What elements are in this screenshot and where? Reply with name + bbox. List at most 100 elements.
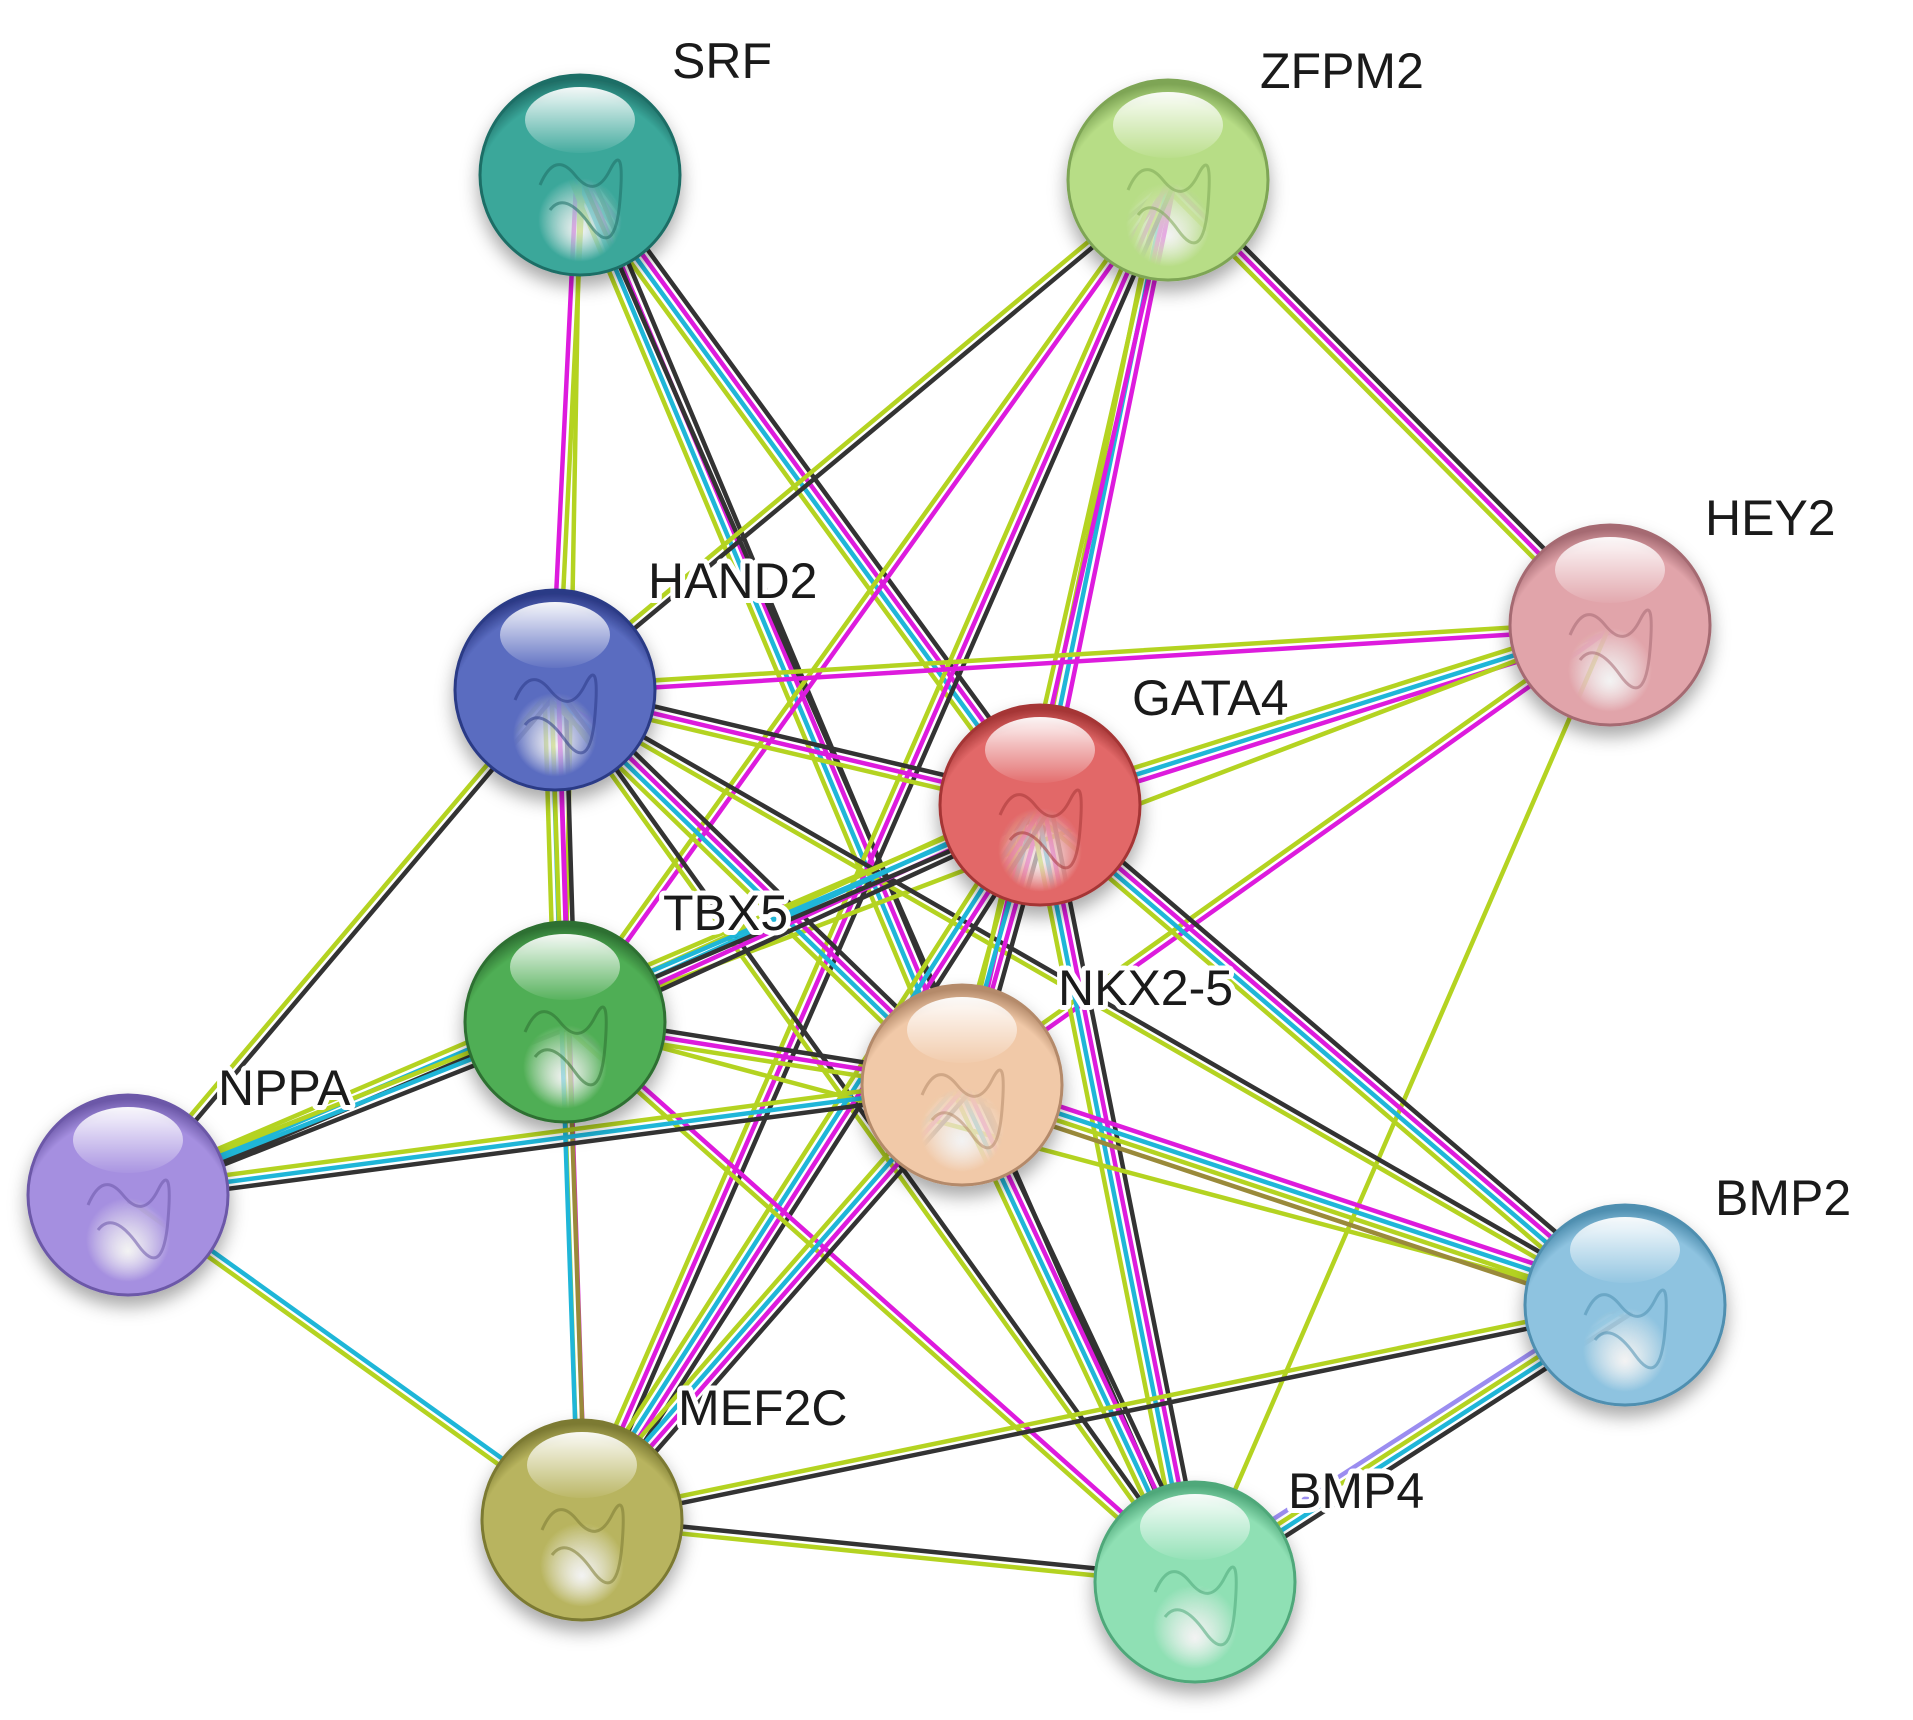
node-highlight [1113,92,1223,158]
node-hey2[interactable] [1508,523,1712,727]
node-nppa[interactable] [26,1093,230,1297]
edge-strand-yellow-green [570,797,1034,1517]
node-highlight [1140,1494,1250,1560]
node-zfpm2[interactable] [1066,78,1270,282]
edge-strand-cyan [125,1082,965,1198]
protein-structure-icon [540,1503,625,1585]
edge-strand-yellow-green [1160,182,1608,633]
labels-layer: SRF ZFPM2 HEY2 HAND2 GATA4 TBX5 NKX2-5 N… [213,28,1856,1524]
protein-structure-icon [86,1178,171,1260]
node-highlight [527,1432,637,1498]
edge-nkx2-5-bmp2[interactable] [956,1072,1631,1318]
edge-mef2c-bmp4[interactable] [579,1514,1198,1588]
node-bmp2[interactable] [1523,1203,1727,1407]
edge-strand-yellow-green [123,685,555,1195]
node-label-srf: SRF [672,33,772,89]
node-label-mef2c: MEF2C [678,1380,847,1436]
edge-gata4-bmp2[interactable] [1030,794,1635,1316]
edge-strand-dark-gray [580,1514,1198,1581]
edge-strand-yellow-green [568,176,955,1092]
edge-strand-dark-gray [1170,172,1618,623]
protein-structure-icon [538,158,623,240]
protein-structure-icon [1568,608,1653,690]
edge-srf-gata4[interactable] [569,166,1051,814]
edge-strand-yellow-green [958,1086,1627,1311]
node-tbx5[interactable] [463,920,667,1124]
edge-strand-yellow-green [552,619,1613,689]
edge-nkx2-5-nppa[interactable] [124,1075,966,1205]
node-label-hey2: HEY2 [1705,490,1836,546]
edge-strand-yellow-green [573,174,1164,1520]
protein-structure-icon [523,1005,608,1087]
node-label-zfpm2: ZFPM2 [1260,43,1424,99]
edge-hand2-nppa[interactable] [123,685,560,1200]
edge-strand-olive [956,1092,1624,1318]
edges-layer [122,166,1635,1594]
edge-strand-yellow-green [579,1299,1627,1519]
node-mef2c[interactable] [480,1418,684,1622]
edge-strand-cyan [960,1079,1629,1304]
node-label-nkx2-5: NKX2-5 [1058,960,1233,1016]
edge-strand-magenta [963,1072,1631,1298]
node-highlight [525,87,635,153]
edge-zfpm2-tbx5[interactable] [559,175,1174,1027]
edge-strand-cyan [576,800,1040,1521]
edge-strand-yellow-green [569,178,1034,814]
node-label-gata4: GATA4 [1132,670,1289,726]
protein-structure-icon [1126,163,1211,245]
edge-strand-magenta [1165,177,1613,628]
node-label-tbx5: TBX5 [663,885,788,941]
node-label-bmp2: BMP2 [1715,1170,1851,1226]
edge-zfpm2-hey2[interactable] [1160,172,1618,633]
node-highlight [510,934,620,1000]
edge-strand-cyan [1035,805,1625,1310]
edge-zfpm2-hand2[interactable] [550,175,1173,695]
node-bmp4[interactable] [1093,1480,1297,1684]
edge-strand-magenta [580,170,1046,806]
edge-strand-dark-gray [554,180,1173,695]
node-highlight [73,1107,183,1173]
edge-strand-dark-gray [126,1089,966,1205]
edge-strand-magenta [552,626,1613,696]
node-highlight [985,717,1095,783]
edge-strand-cyan [574,174,962,1089]
node-highlight [907,997,1017,1063]
edge-strand-dark-gray [1048,800,1208,1583]
edge-strand-magenta [579,177,1171,1523]
edge-hey2-hand2[interactable] [552,619,1613,696]
edge-strand-yellow-green [550,175,1169,690]
node-label-hand2: HAND2 [648,553,817,609]
nodes-layer [26,73,1727,1684]
node-hand2[interactable] [453,588,657,792]
node-gata4[interactable] [938,703,1142,907]
edge-bmp2-mef2c[interactable] [579,1299,1628,1526]
edge-strand-yellow-green [124,1075,964,1191]
edge-strand-dark-gray [586,180,1177,1526]
protein-structure-icon [513,673,598,755]
edge-strand-yellow-green [579,1521,1197,1588]
protein-structure-icon [920,1068,1005,1150]
protein-structure-icon [1153,1565,1238,1647]
edge-strand-dark-gray [586,166,1051,802]
edge-strand-magenta [565,179,1174,1027]
edge-zfpm2-mef2c[interactable] [573,174,1177,1526]
node-highlight [1555,537,1665,603]
edge-strand-magenta [565,1017,1200,1582]
node-highlight [500,602,610,668]
edge-strand-magenta [582,804,1046,1525]
edge-strand-dark-gray [1044,794,1635,1300]
node-label-nppa: NPPA [218,1060,351,1116]
edge-strand-dark-gray [554,684,1629,1305]
edge-strand-yellow-green [559,175,1168,1023]
node-srf[interactable] [478,73,682,277]
node-nkx2-5[interactable] [860,983,1064,1187]
edge-strand-magenta [1040,800,1630,1305]
protein-structure-icon [1583,1288,1668,1370]
edge-strand-dark-gray [580,1306,1628,1526]
edge-strand-magenta [1041,802,1201,1584]
edge-gata4-bmp4[interactable] [1027,800,1208,1587]
protein-structure-icon [998,788,1083,870]
edge-strand-dark-gray [128,690,560,1200]
edge-strand-yellow-green [1030,810,1621,1316]
